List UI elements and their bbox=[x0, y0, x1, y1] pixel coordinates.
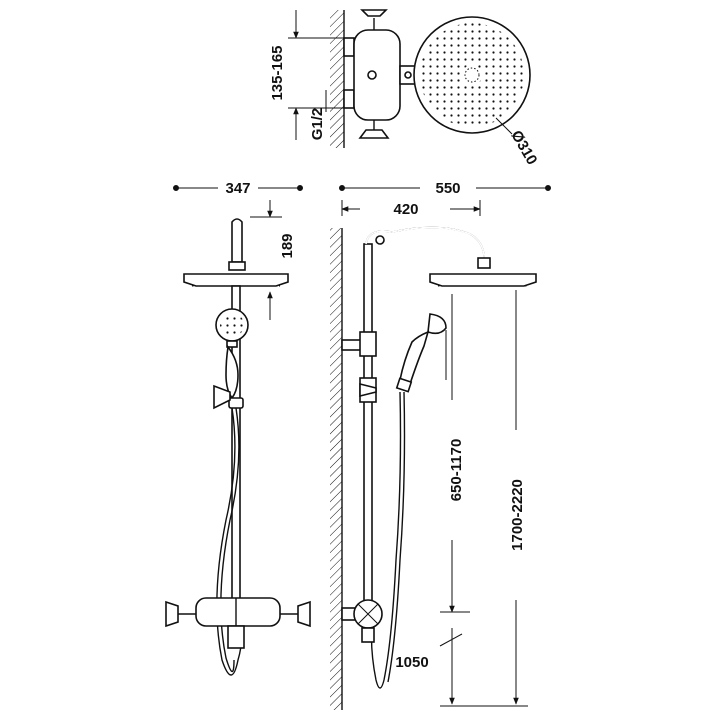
side-view-mixer bbox=[341, 599, 383, 643]
dim-connection: G1/2 bbox=[309, 108, 326, 141]
side-view: 550 420 bbox=[330, 180, 551, 710]
dim-total-depth: 550 bbox=[435, 180, 460, 197]
dim-arm-reach: 420 bbox=[393, 201, 418, 218]
side-view-riser bbox=[363, 243, 373, 617]
side-view-hand-shower bbox=[395, 313, 447, 393]
dim-head-drop: 189 bbox=[279, 233, 296, 258]
dim-front-width: 347 bbox=[225, 180, 250, 197]
side-view-wall bbox=[330, 228, 342, 710]
top-view: 135-165 G1/2 Ø310 bbox=[269, 9, 540, 168]
top-view-wall bbox=[330, 10, 344, 148]
dim-head-diameter: Ø310 bbox=[507, 128, 540, 168]
dim-slide-range: 650-1170 bbox=[448, 439, 465, 502]
dim-valve-height: 1050 bbox=[395, 654, 428, 671]
top-view-mixer bbox=[343, 9, 417, 139]
front-view-hand-shower bbox=[215, 308, 249, 409]
top-view-shower-head bbox=[413, 16, 531, 134]
front-view-shower-head bbox=[183, 273, 289, 287]
dim-total-height: 1700-2220 bbox=[509, 479, 526, 551]
side-view-shower-head bbox=[429, 273, 537, 287]
front-view-mixer bbox=[165, 597, 311, 649]
front-view: 347 189 bbox=[165, 180, 311, 676]
dim-wall-offset: 135-165 bbox=[269, 45, 286, 100]
